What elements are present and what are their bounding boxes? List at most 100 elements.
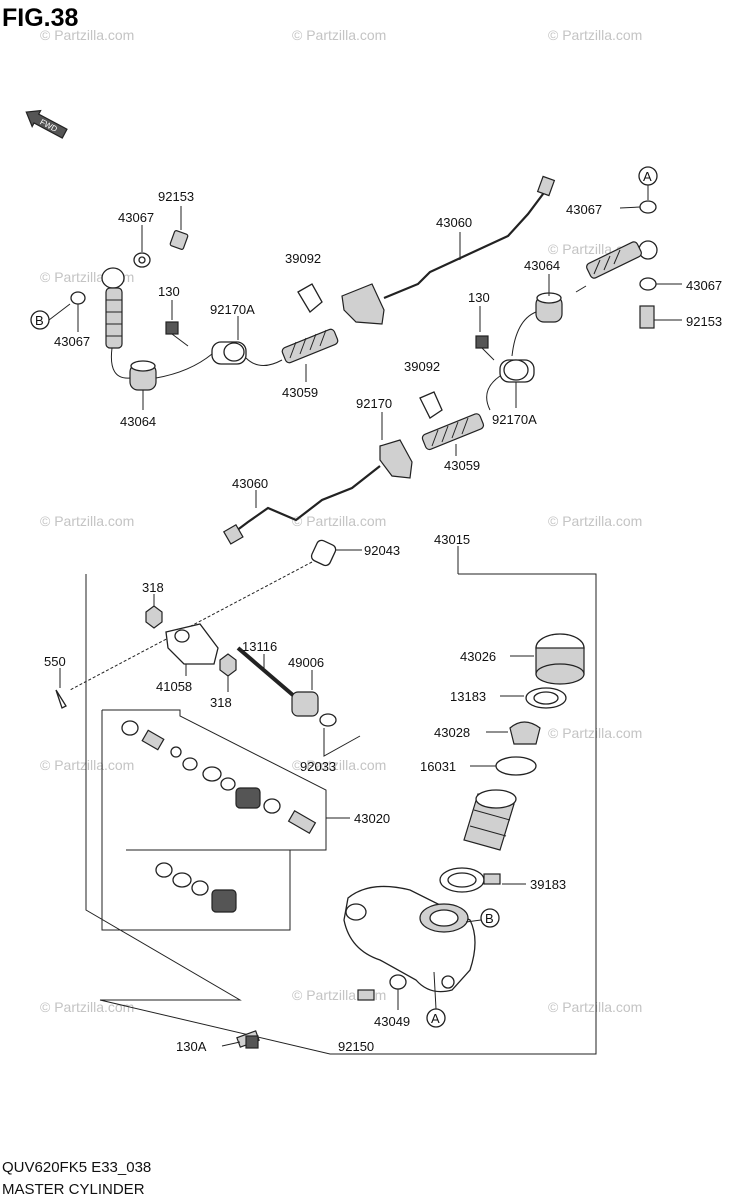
callout-16031: 16031 <box>420 759 456 774</box>
watermark: © Partzilla.com <box>548 725 642 741</box>
ref-marker-b-label: B <box>485 911 494 926</box>
clevis-41058 <box>165 623 219 665</box>
callout-43067: 43067 <box>54 334 90 349</box>
callout-92153: 92153 <box>686 314 722 329</box>
brake-hose-left <box>101 267 131 379</box>
clamp-92170A-left <box>211 341 247 365</box>
nut-318-upper <box>145 605 163 629</box>
nut-318-lower <box>219 653 237 677</box>
callout-43059: 43059 <box>282 385 318 400</box>
brake-pipe-43060-lower <box>231 465 381 535</box>
callout-43049: 43049 <box>374 1014 410 1029</box>
reservoir-cap-43026 <box>535 633 585 685</box>
diagram-code: QUV620FK5 E33_038 <box>2 1159 151 1176</box>
ref-marker-a-label: A <box>431 1011 440 1026</box>
watermark: © Partzilla.com <box>548 513 642 529</box>
clip-39092-upper <box>297 283 323 313</box>
callout-43020: 43020 <box>354 811 390 826</box>
callout-13183: 13183 <box>450 689 486 704</box>
callout-39092: 39092 <box>285 251 321 266</box>
washer-43067-top-right <box>639 200 657 214</box>
circlip-92033 <box>319 713 337 727</box>
clip-39092-lower <box>419 391 443 419</box>
front-arrow-icon: FWD <box>25 109 68 139</box>
callout-92150: 92150 <box>338 1039 374 1054</box>
watermark: © Partzilla.com <box>292 513 386 529</box>
bolt-130-right <box>475 335 495 361</box>
callout-39092: 39092 <box>404 359 440 374</box>
watermark: © Partzilla.com <box>548 27 642 43</box>
callout-49006: 49006 <box>288 655 324 670</box>
watermark: © Partzilla.com <box>292 757 386 773</box>
ref-marker-b-label: B <box>35 313 44 328</box>
fitting-92153-left <box>169 206 189 250</box>
ref-marker-b <box>480 908 500 928</box>
callout-43026: 43026 <box>460 649 496 664</box>
grommet-43064-right <box>535 292 563 323</box>
bracket-lower <box>379 439 413 479</box>
callout-92170: 92170 <box>356 396 392 411</box>
figure-title: FIG.38 <box>2 4 79 32</box>
seal-16031 <box>495 756 537 776</box>
callout-43064: 43064 <box>120 414 156 429</box>
fitting-92153-right <box>639 305 655 329</box>
callout-318: 318 <box>142 580 164 595</box>
callout-43067: 43067 <box>566 202 602 217</box>
clamp-92170A-right <box>499 359 535 383</box>
ref-marker-a-label: A <box>643 169 652 184</box>
bolt-130-left <box>165 321 189 347</box>
callout-43059: 43059 <box>444 458 480 473</box>
plate-43028 <box>509 721 541 745</box>
watermark: © Partzilla.com <box>40 27 134 43</box>
reservoir-tank <box>463 789 517 851</box>
callout-43015: 43015 <box>434 532 470 547</box>
master-cylinder-assembly-outline <box>85 546 597 1055</box>
grommet-43064-left <box>129 360 157 391</box>
callout-43067: 43067 <box>686 278 722 293</box>
callout-43067: 43067 <box>118 210 154 225</box>
callout-92153: 92153 <box>158 189 194 204</box>
callout-92170A: 92170A <box>210 302 255 317</box>
hose-clamp-39183 <box>439 867 501 893</box>
washer-43067-right <box>639 277 657 291</box>
boot-49006 <box>291 691 319 717</box>
brake-hose-right <box>575 240 658 293</box>
diagram-name: MASTER CYLINDER <box>2 1181 145 1198</box>
callout-92170A: 92170A <box>492 412 537 427</box>
watermark: © Partzilla.com <box>40 999 134 1015</box>
watermark: © Partzilla.com <box>40 757 134 773</box>
callout-550: 550 <box>44 654 66 669</box>
callout-130A: 130A <box>176 1039 207 1054</box>
washer-43067-left <box>70 291 86 305</box>
callout-43060: 43060 <box>436 215 472 230</box>
watermark: © Partzilla.com <box>40 513 134 529</box>
callout-43064: 43064 <box>524 258 560 273</box>
push-rod-13116 <box>236 646 296 698</box>
callout-43028: 43028 <box>434 725 470 740</box>
bolt-mount <box>357 989 375 1001</box>
callout-43060: 43060 <box>232 476 268 491</box>
callout-41058: 41058 <box>156 679 192 694</box>
bolt-130A <box>236 1030 260 1049</box>
master-cylinder-body <box>343 885 476 993</box>
hose-fitting-43059-upper <box>281 328 339 364</box>
watermark: © Partzilla.com <box>292 27 386 43</box>
washer-43049 <box>389 974 407 990</box>
piston-kit-43020-outline <box>101 709 350 931</box>
watermark: © Partzilla.com <box>548 999 642 1015</box>
boot-92043 <box>310 539 337 567</box>
callout-318: 318 <box>210 695 232 710</box>
watermark-group: © Partzilla.com © Partzilla.com © Partzi… <box>40 27 642 1015</box>
hose-fitting-43059-lower <box>421 413 485 451</box>
callout-130: 130 <box>468 290 490 305</box>
bracket-upper <box>341 283 385 325</box>
callout-13116: 13116 <box>242 639 277 654</box>
callout-130: 130 <box>158 284 180 299</box>
callout-92043: 92043 <box>364 543 400 558</box>
piston-kit-parts <box>121 720 317 913</box>
callout-92033: 92033 <box>300 759 336 774</box>
callout-39183: 39183 <box>530 877 566 892</box>
cotter-pin-550 <box>55 689 67 709</box>
brake-pipe-43060-upper <box>383 189 547 300</box>
